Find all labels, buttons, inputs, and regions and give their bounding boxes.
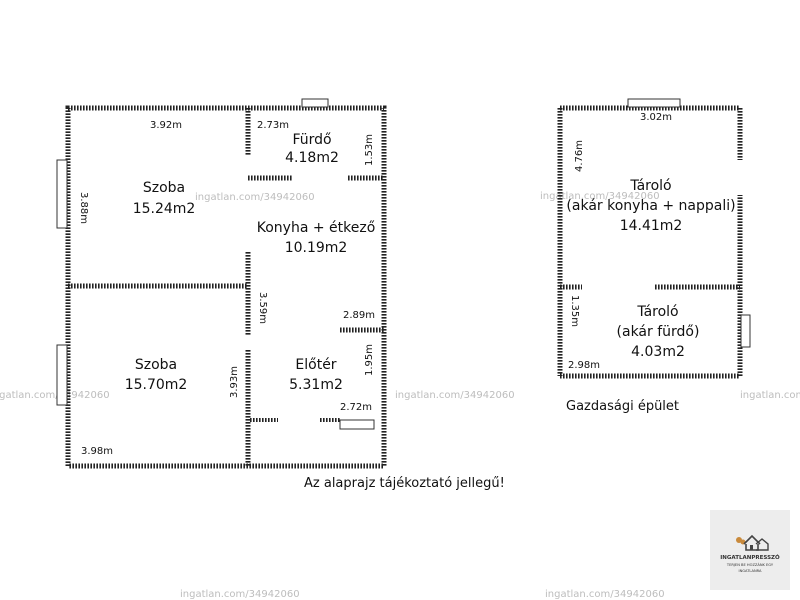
watermark: ingatlan.com/34942060 [395, 390, 515, 401]
dimension-label: 3.02m [640, 112, 672, 123]
logo-tagline: INGATLANRA [738, 569, 762, 573]
watermark: ingatlan.com/34942060 [180, 589, 300, 600]
house-walls [65, 105, 387, 469]
dimension-label: 3.98m [81, 446, 113, 457]
room-area-hall: 5.31m2 [289, 377, 343, 393]
dimension-label: 2.89m [343, 310, 375, 321]
dimension-label: 3.92m [150, 120, 182, 131]
watermark: ingatlan.com/34942060 [545, 589, 665, 600]
house-logo-icon [736, 534, 769, 551]
dimension-label: 1.35m [569, 295, 580, 327]
window [740, 314, 751, 348]
room-area-bathroom: 4.18m2 [285, 150, 339, 166]
dimension-label: 2.73m [257, 120, 289, 131]
dimension-label: 3.88m [78, 192, 89, 224]
room-name-hall: Előtér [295, 357, 336, 373]
room-area-storage-2: 4.03m2 [631, 344, 685, 360]
dimension-label: 1.95m [364, 344, 375, 376]
dimension-label: 3.59m [257, 292, 268, 324]
room-area-room-2: 15.70m2 [125, 377, 188, 393]
dimension-label: 1.53m [364, 134, 375, 166]
room-name-room-1: Szoba [143, 180, 185, 196]
window [301, 98, 329, 108]
dimension-label: 4.76m [574, 140, 585, 172]
dimension-label: 2.72m [340, 402, 372, 413]
room-name-room-2: Szoba [135, 357, 177, 373]
watermark: ingatlan.com/34942060 [740, 390, 800, 401]
window [56, 344, 68, 406]
logo-tagline: TERJEN BE HOZZÁNK EGY [726, 563, 774, 567]
room-name-kitchen: Konyha + étkező [257, 220, 376, 236]
watermark: ingatlan.com/34942060 [0, 390, 110, 401]
room-area-room-1: 15.24m2 [133, 201, 196, 217]
dimension-label: 2.98m [568, 360, 600, 371]
outbuilding-walls [557, 105, 743, 379]
dimension-label: 3.93m [229, 366, 240, 398]
window [339, 419, 375, 430]
watermark: ingatlan.com/34942060 [540, 191, 660, 202]
room-area-kitchen: 10.19m2 [285, 240, 348, 256]
room-name-bathroom: Fürdő [292, 132, 331, 148]
outbuilding-label: Gazdasági épület [566, 399, 679, 414]
room-name-storage-2: Tároló [636, 304, 678, 320]
disclaimer: Az alaprajz tájékoztató jellegű! [304, 476, 505, 491]
room-name-storage-1: Tároló [629, 178, 671, 194]
room-note-storage-2: (akár fürdő) [617, 324, 700, 340]
window [627, 98, 681, 108]
logo-name: INGATLANPRESSZÓ [720, 555, 780, 561]
window [56, 159, 68, 229]
room-note-storage-1: (akár konyha + nappali) [566, 198, 735, 214]
room-area-storage-1: 14.41m2 [620, 218, 683, 234]
agency-logo: INGATLANPRESSZÓ TERJEN BE HOZZÁNK EGY IN… [710, 510, 790, 590]
watermark: ingatlan.com/34942060 [195, 192, 315, 203]
